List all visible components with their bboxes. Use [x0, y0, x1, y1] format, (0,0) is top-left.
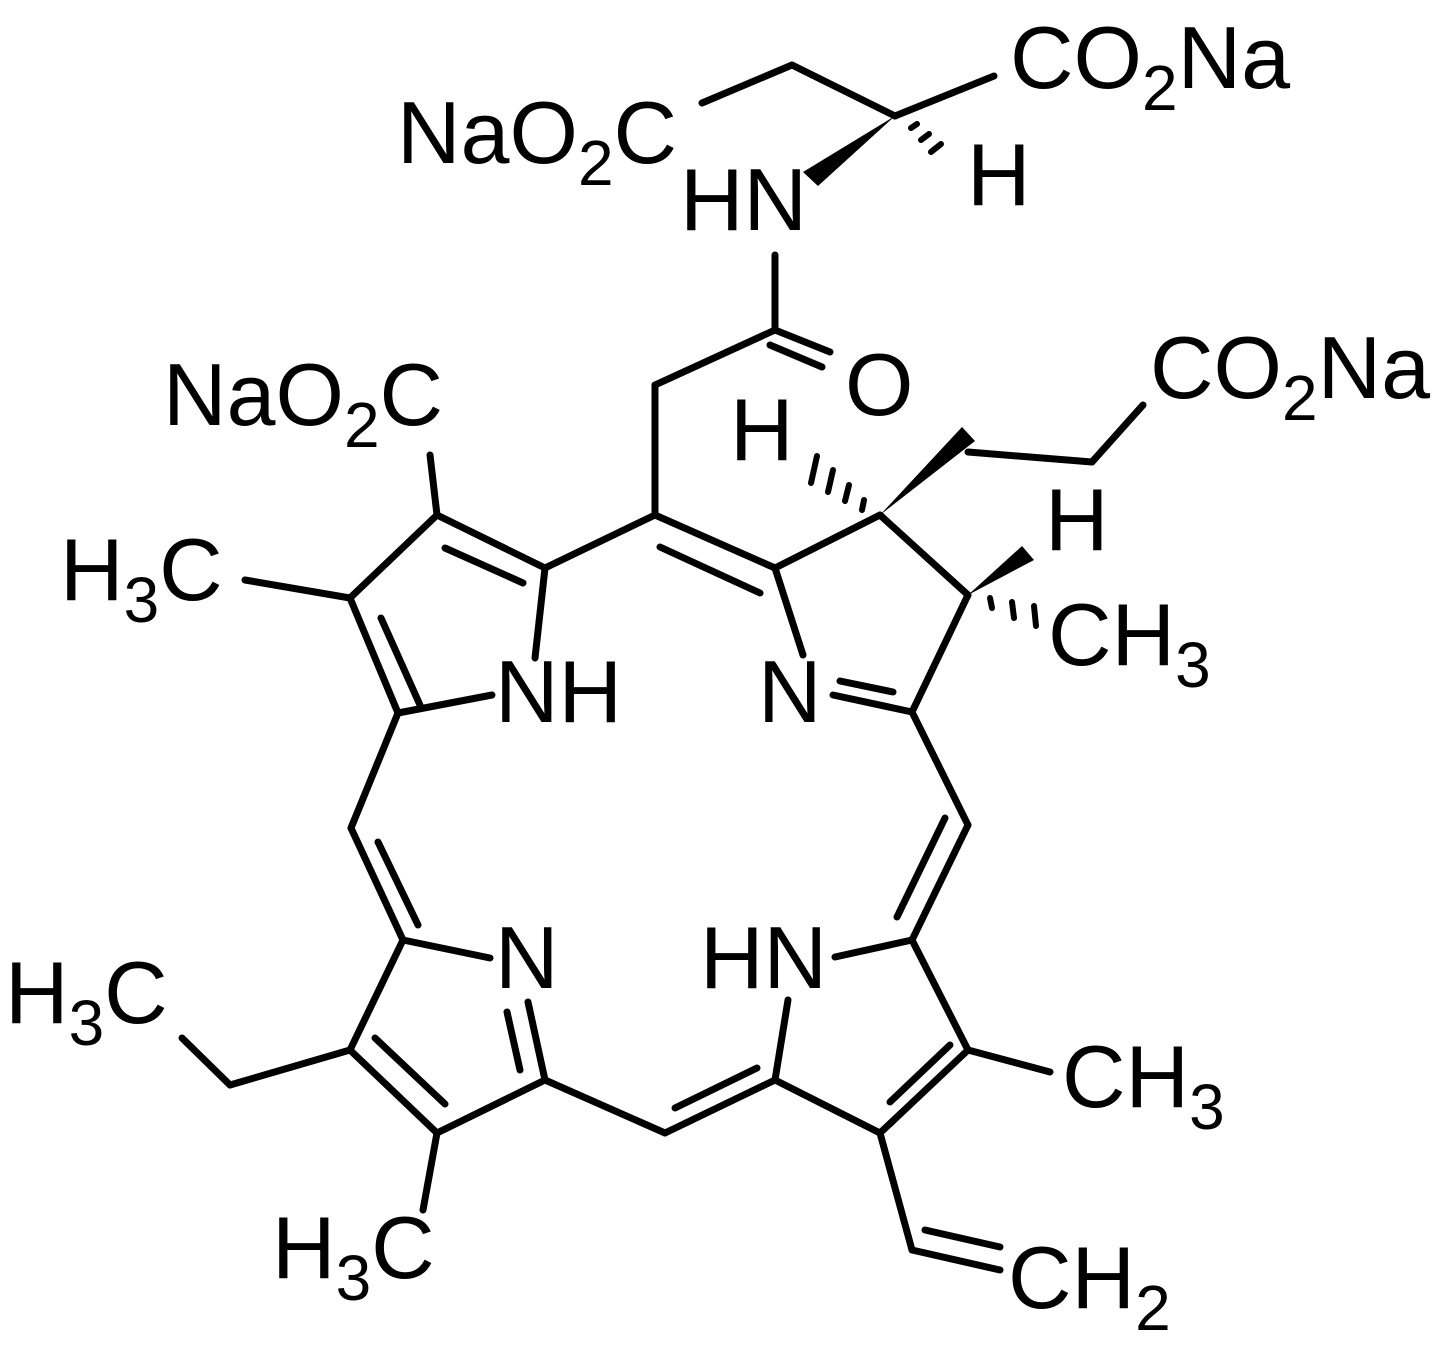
bond [771, 1076, 884, 1137]
bond [908, 936, 972, 1054]
bond [419, 1129, 441, 1214]
bond [651, 511, 779, 572]
atom-ch3-c18: CH3 [1048, 585, 1211, 701]
hash-bond [987, 595, 1039, 629]
bond [908, 821, 972, 944]
bond [698, 61, 796, 107]
bond [347, 824, 407, 944]
bond [399, 936, 494, 962]
bond [524, 998, 549, 1084]
atom-co2na-top: CO2Na [1010, 8, 1290, 124]
atom-hn-ring-c: HN [700, 908, 827, 1007]
hash-bond [808, 453, 867, 513]
bond [829, 691, 916, 716]
bond [426, 451, 441, 519]
atom-label-layer: CO2Na NaO2C H HN O NaO2C CO2Na H H H3C C… [5, 8, 1430, 1344]
wedge-bond [803, 116, 895, 186]
bond [831, 936, 916, 961]
atom-o-carbonyl: O [845, 335, 913, 434]
atom-h-alpha: H [967, 125, 1031, 224]
atom-nao2c-top: NaO2C [397, 83, 677, 199]
bond [921, 1226, 1004, 1251]
bond [178, 1034, 234, 1089]
atom-h3c-upper: H3C [60, 520, 223, 636]
wedge-bond [880, 427, 975, 515]
bond-layer [178, 61, 1147, 1274]
bond [371, 1034, 449, 1108]
bond [346, 936, 407, 1054]
bond [651, 326, 779, 389]
bond [433, 511, 549, 572]
atom-h-c17: H [730, 380, 794, 479]
bond [891, 72, 998, 120]
bond [771, 326, 834, 356]
bond [964, 448, 1096, 466]
stereo-bond-layer [803, 116, 1039, 629]
bond [541, 1076, 669, 1137]
atom-h3c-lower: H3C [272, 1198, 435, 1314]
bond [346, 594, 402, 717]
bond [908, 708, 972, 829]
bond [374, 838, 422, 929]
bond [656, 543, 764, 597]
bond [531, 564, 549, 662]
bond [441, 544, 527, 587]
bond [503, 1008, 524, 1074]
bond [433, 1076, 549, 1137]
atom-hn-amide: HN [680, 150, 807, 249]
bond [661, 1076, 779, 1137]
bond [893, 814, 949, 921]
bond [836, 677, 897, 696]
bond [541, 511, 659, 572]
atom-ch2-vinyl: CH2 [1008, 1228, 1171, 1344]
atom-n-ring-d: N [495, 908, 559, 1007]
bond [788, 61, 899, 120]
atom-h3c-ethyl: H3C [5, 943, 168, 1059]
atom-nao2c-left: NaO2C [163, 345, 443, 461]
bond [771, 996, 792, 1084]
bond [347, 709, 402, 832]
bond [1088, 401, 1147, 466]
atom-n-ring-b: N [758, 642, 822, 741]
bond [771, 511, 884, 572]
bond [346, 511, 441, 602]
bond [964, 1046, 1054, 1076]
atom-nh-ring-a: NH [495, 642, 622, 741]
bond [908, 1246, 1004, 1274]
bond [766, 341, 826, 371]
wedge-bond [968, 546, 1034, 595]
atom-h-c18: H [1045, 470, 1109, 569]
bond [908, 591, 972, 716]
bond [671, 1064, 761, 1112]
bond [771, 564, 807, 659]
bond [346, 1046, 441, 1137]
bond [886, 1041, 954, 1106]
atom-ch3-ring-c: CH3 [1062, 1027, 1225, 1143]
bond [241, 576, 354, 602]
bond [876, 1129, 916, 1254]
bond [876, 511, 972, 599]
bond [226, 1046, 354, 1089]
hash-bond [908, 121, 944, 155]
atom-co2na-right: CO2Na [1150, 318, 1430, 434]
bond [377, 614, 424, 709]
bond [876, 1046, 972, 1137]
bond [394, 691, 496, 717]
